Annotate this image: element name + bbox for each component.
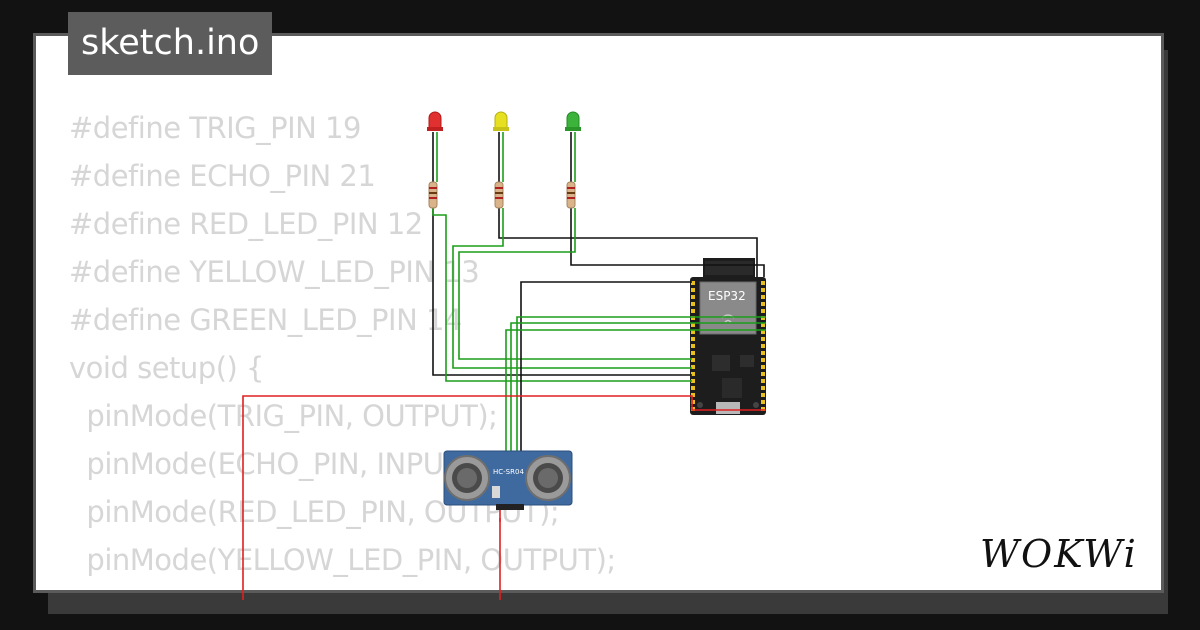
esp32-pin	[691, 365, 695, 369]
esp32-pins-right	[761, 281, 765, 411]
wire-red-led-black	[432, 132, 692, 376]
file-tab[interactable]: sketch.ino	[68, 12, 273, 75]
esp32-pin	[761, 358, 765, 362]
wire-sensor-trig	[510, 322, 766, 508]
esp32-pin	[761, 365, 765, 369]
esp32-pin	[761, 330, 765, 334]
esp32-pin	[691, 309, 695, 313]
esp32-pin	[761, 316, 765, 320]
wire-sensor-echo	[516, 316, 766, 508]
resistor-green[interactable]	[566, 181, 576, 209]
led-yellow[interactable]	[493, 111, 509, 131]
code-preview: #define TRIG_PIN 19 #define ECHO_PIN 21 #d…	[69, 104, 616, 590]
esp32-pin	[691, 337, 695, 341]
esp32-pin	[761, 323, 765, 327]
esp32-pin	[691, 323, 695, 327]
esp32-label: ESP32	[708, 289, 746, 303]
esp32-pin	[761, 344, 765, 348]
wire-red-res-green	[432, 208, 692, 382]
esp32-pin	[691, 288, 695, 292]
esp32-pin	[691, 316, 695, 320]
esp32-pin	[691, 302, 695, 306]
wires	[242, 132, 766, 600]
esp32-pin	[691, 330, 695, 334]
led-red[interactable]	[427, 111, 443, 131]
esp32-pin	[691, 400, 695, 404]
wire-yellow-signal	[452, 208, 692, 369]
esp32-pin	[691, 386, 695, 390]
code-line: #define GREEN_LED_PIN 14	[69, 303, 462, 337]
hc-sr04-sensor[interactable]: HC-SR04	[443, 450, 573, 510]
esp32-pin	[691, 393, 695, 397]
esp32-pin	[761, 386, 765, 390]
esp32-pin	[761, 288, 765, 292]
esp32-pin	[761, 400, 765, 404]
code-line: #define ECHO_PIN 21	[69, 159, 376, 193]
esp32-pin	[691, 295, 695, 299]
code-line: pinMode(TRIG_PIN, OUTPUT);	[69, 399, 498, 433]
esp32-pin	[691, 351, 695, 355]
esp32-pin	[761, 393, 765, 397]
esp32-pins-left	[691, 281, 695, 411]
code-line: #define YELLOW_LED_PIN 13	[69, 255, 480, 289]
wire-sensor-gnd	[520, 281, 692, 508]
esp32-pin	[761, 372, 765, 376]
esp32-pin	[691, 379, 695, 383]
esp32-pin	[691, 407, 695, 411]
code-line: pinMode(YELLOW_LED_PIN, OUTPUT);	[69, 543, 616, 577]
wokwi-logo: WOKWi	[980, 532, 1138, 576]
esp32-pin	[761, 351, 765, 355]
esp32-pin	[761, 337, 765, 341]
esp32-pin	[691, 358, 695, 362]
esp32-pin	[691, 372, 695, 376]
esp32-pin	[761, 309, 765, 313]
wire-green-signal	[458, 208, 692, 360]
led-green[interactable]	[565, 111, 581, 131]
wire-vcc-board	[242, 395, 766, 600]
preview-card: #define TRIG_PIN 19 #define ECHO_PIN 21 #d…	[33, 33, 1164, 593]
code-line: void setup() {	[69, 351, 264, 385]
esp32-board[interactable]: ESP32	[690, 258, 766, 415]
resistor-yellow[interactable]	[494, 181, 504, 209]
esp32-pin	[691, 344, 695, 348]
sensor-label: HC-SR04	[493, 468, 524, 476]
esp32-pin	[761, 407, 765, 411]
resistor-red[interactable]	[428, 181, 438, 209]
wokwi-logo-text: WOKWi	[980, 532, 1138, 576]
esp32-pin	[761, 281, 765, 285]
wire-green-gnd	[570, 208, 765, 277]
code-line: #define RED_LED_PIN 12	[69, 207, 423, 241]
code-line: #define TRIG_PIN 19	[69, 111, 361, 145]
esp32-pin	[761, 302, 765, 306]
wire-sensor-trig2	[505, 329, 766, 508]
esp32-pin	[761, 295, 765, 299]
esp32-pin	[761, 379, 765, 383]
esp32-pin	[691, 281, 695, 285]
wire-yellow-gnd	[498, 208, 758, 277]
